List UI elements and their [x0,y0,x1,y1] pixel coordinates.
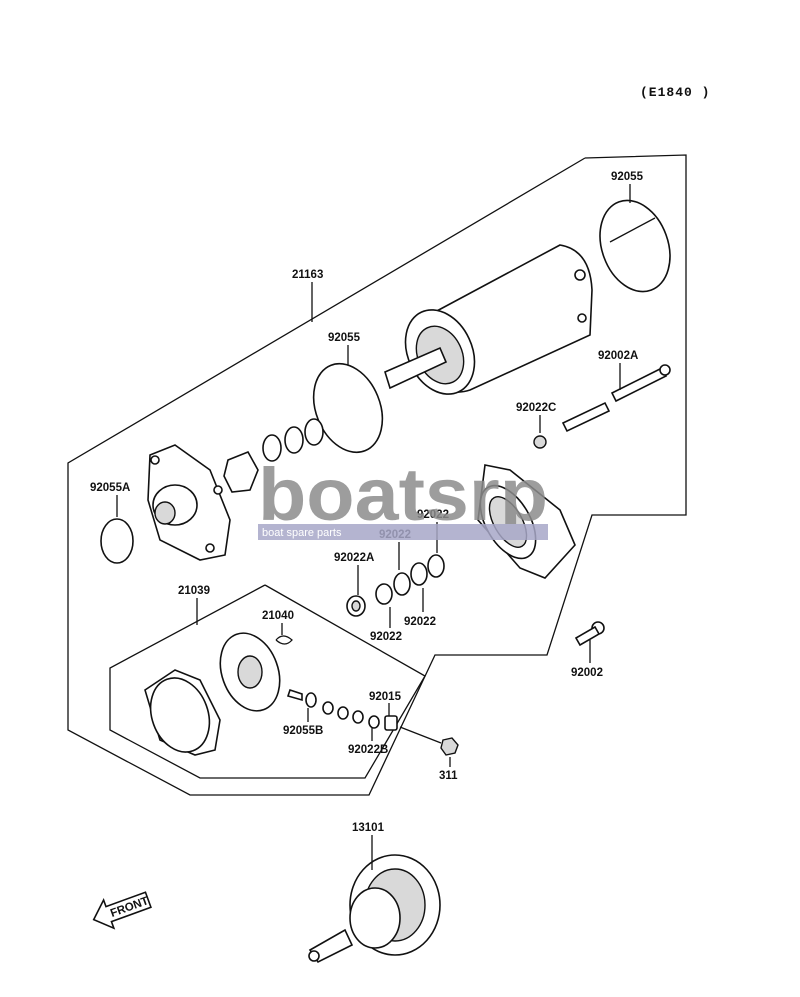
washer-row-lower [305,692,398,731]
front-direction-arrow: FRONT [92,891,152,930]
assembly-outline-21163 [67,154,687,796]
washer-stack-left [262,418,324,462]
part-label-92022B: 92022B [348,744,388,756]
brush-spring-21040 [275,635,293,645]
part-label-21039: 21039 [178,585,210,597]
starter-clutch-13101 [308,854,441,964]
part-label-92022-a: 92022 [417,509,449,521]
brush-plate-21039 [219,632,303,712]
watermark-sub-bg [258,524,548,540]
reference-code: (E1840 ) [640,85,710,100]
part-label-92015: 92015 [369,691,402,703]
brush-holder-small [223,450,259,493]
o-ring-92055-mid [312,362,384,454]
part-label-92022A: 92022A [334,552,374,564]
part-label-92055-mid: 92055 [328,332,361,344]
part-label-13101: 13101 [352,822,385,834]
nut-311 [440,737,459,756]
front-end-cover [147,444,231,561]
part-label-21040: 21040 [262,610,294,622]
part-label-92002: 92002 [571,667,603,679]
brush-holder-ring [144,669,221,756]
bolt-92002 [574,621,605,647]
o-ring-92055-top [599,199,671,293]
through-bolt-92002A [561,364,671,433]
motor-yoke [384,244,593,395]
watermark-text: boatsrp [258,453,548,536]
part-label-311: 311 [439,770,458,782]
part-label-92022C: 92022C [516,402,556,414]
leader-lines [116,184,631,870]
part-label-21163: 21163 [292,269,323,281]
part-label-92055B: 92055B [283,725,323,737]
watermark-sub-text: boat spare parts [262,527,342,539]
washer-92022C [533,435,547,449]
part-label-92022-c: 92022 [370,631,402,643]
watermark: boatsrp boat spare parts [258,453,548,540]
washer-series-92022 [346,554,445,617]
assembly-outline-21039 [109,584,426,779]
part-label-92022-d: 92022 [404,616,436,628]
o-ring-92055A [100,518,134,564]
part-label-92055-top: 92055 [611,171,644,183]
part-label-92055A: 92055A [90,482,130,494]
part-label-92002A: 92002A [598,350,638,362]
alignment-arrow [609,217,656,243]
